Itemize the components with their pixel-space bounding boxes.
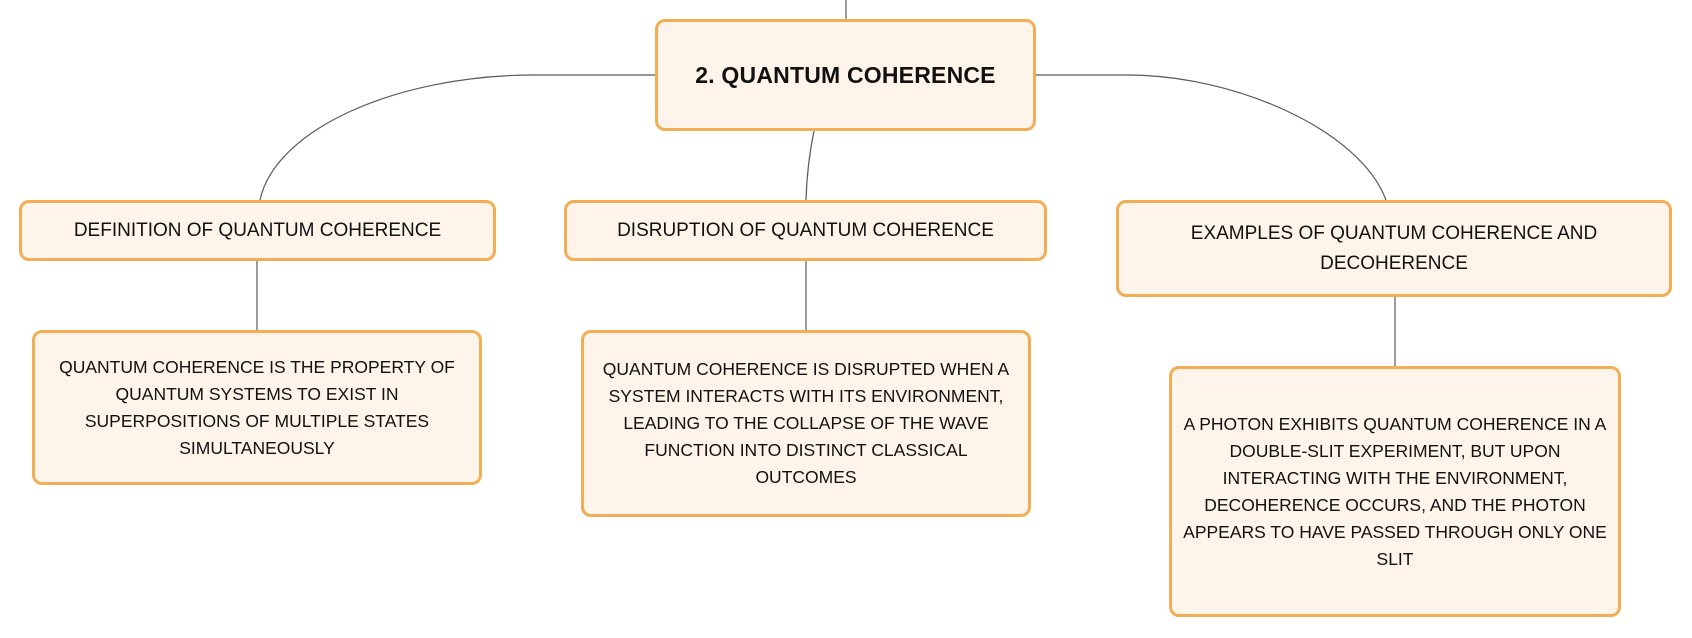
- root-node[interactable]: 2. QUANTUM COHERENCE: [655, 19, 1036, 131]
- detail-definition-text: QUANTUM COHERENCE IS THE PROPERTY OF QUA…: [59, 356, 455, 458]
- topic-disruption-label: DISRUPTION OF QUANTUM COHERENCE: [617, 219, 994, 241]
- detail-examples[interactable]: A PHOTON EXHIBITS QUANTUM COHERENCE IN A…: [1169, 366, 1621, 617]
- topic-disruption[interactable]: DISRUPTION OF QUANTUM COHERENCE: [564, 200, 1047, 261]
- connector-root-to-examples: [1036, 74, 1387, 201]
- topic-definition[interactable]: DEFINITION OF QUANTUM COHERENCE: [19, 200, 496, 261]
- topic-examples[interactable]: EXAMPLES OF QUANTUM COHERENCE AND DECOHE…: [1116, 200, 1672, 297]
- connector-root-to-disruption: [805, 130, 815, 201]
- detail-definition[interactable]: QUANTUM COHERENCE IS THE PROPERTY OF QUA…: [32, 330, 482, 485]
- root-label: 2. QUANTUM COHERENCE: [695, 61, 996, 88]
- detail-disruption-text: QUANTUM COHERENCE IS DISRUPTED WHEN A SY…: [602, 359, 1010, 487]
- detail-disruption[interactable]: QUANTUM COHERENCE IS DISRUPTED WHEN A SY…: [581, 330, 1031, 517]
- connector-root-to-definition: [259, 74, 655, 201]
- topic-examples-label: EXAMPLES OF QUANTUM COHERENCE AND DECOHE…: [1190, 222, 1598, 274]
- topic-definition-label: DEFINITION OF QUANTUM COHERENCE: [73, 219, 442, 241]
- detail-examples-text: A PHOTON EXHIBITS QUANTUM COHERENCE IN A…: [1183, 413, 1607, 569]
